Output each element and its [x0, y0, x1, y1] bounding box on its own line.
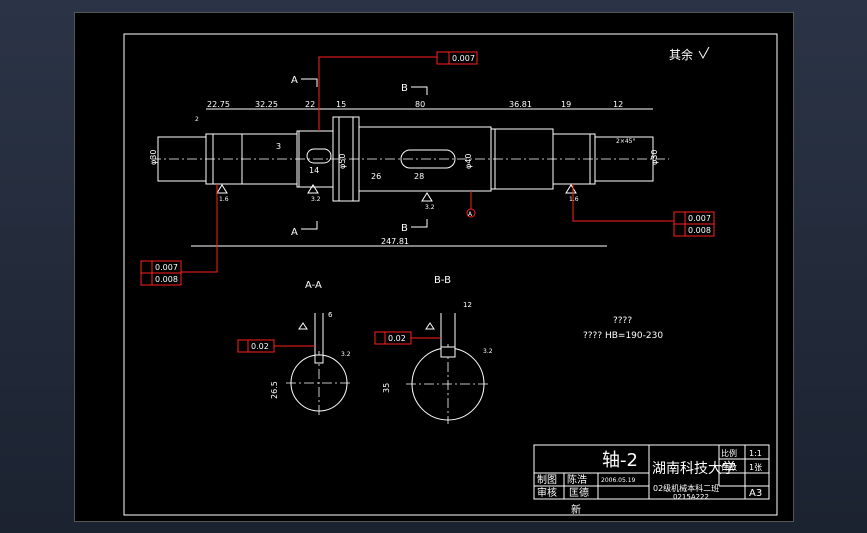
shaft-main-view	[151, 116, 669, 202]
aa-rough: 3.2	[341, 351, 351, 358]
datum-a-label: A	[468, 211, 473, 218]
svg-text:0.007: 0.007	[155, 263, 178, 272]
cut-b-bottom: B	[401, 223, 408, 234]
dim-14: 14	[309, 166, 319, 175]
tb-qty-value: 1张	[749, 463, 762, 472]
dim-top-2: 32.25	[255, 100, 278, 109]
tolerance-frame-left: 0.007 0.008	[140, 184, 218, 286]
drawing-sheet[interactable]: 其余	[74, 12, 794, 522]
note-line1: ????	[613, 316, 632, 326]
drawing-border	[123, 33, 778, 516]
tb-drawn-name: 陈浩	[567, 473, 587, 486]
tb-tail: 新	[571, 503, 581, 516]
svg-text:0.007: 0.007	[452, 54, 475, 63]
tb-check-label: 审核	[537, 486, 557, 499]
keyway-large	[400, 149, 456, 169]
aa-depth: 26.5	[270, 381, 279, 399]
dim-dia-left: φ30	[149, 150, 158, 165]
surface-note: 其余	[669, 47, 693, 62]
svg-text:3.2: 3.2	[425, 204, 435, 211]
dim-28: 28	[414, 172, 424, 181]
tb-qty-label: 件数	[721, 462, 737, 472]
section-bb-label: B-B	[434, 275, 451, 286]
tb-student-id: 0215A222	[673, 493, 709, 501]
drawing-canvas: 其余	[123, 33, 778, 516]
svg-text:1.6: 1.6	[569, 196, 579, 203]
tb-class: 02级机械本科二班	[653, 483, 719, 493]
bb-sym-tol: 0.02	[388, 334, 406, 343]
svg-text:3.2: 3.2	[311, 196, 321, 203]
top-dimensions: 22.75 32.25 22 15 80 36.81 19 12	[207, 100, 623, 109]
bb-width: 12	[463, 301, 472, 309]
dim-dia-40: φ40	[464, 154, 473, 169]
tb-scale-label: 比例	[721, 448, 737, 458]
cut-b-top: B	[401, 83, 408, 94]
dim-overall-length: 247.81	[381, 237, 409, 246]
tb-scale-value: 1:1	[749, 449, 762, 458]
dim-chamfer-left: 2	[195, 116, 199, 123]
dim-top-5: 80	[415, 100, 425, 109]
tolerance-frame-top: 0.007	[318, 51, 478, 131]
dim-chamfer-right: 2×45°	[616, 138, 635, 145]
dim-top-7: 19	[561, 100, 571, 109]
keyway-small	[306, 148, 332, 164]
dim-top-3: 22	[305, 100, 315, 109]
dim-top-6: 36.81	[509, 100, 532, 109]
dim-3: 3	[276, 142, 281, 151]
aa-width: 6	[328, 311, 333, 319]
tolerance-frame-right: 0.007 0.008	[572, 184, 715, 237]
dim-dia-50: φ50	[338, 154, 347, 169]
svg-text:0.008: 0.008	[155, 275, 178, 284]
tb-drawn-label: 制图	[537, 473, 557, 486]
dim-top-4: 15	[336, 100, 346, 109]
section-aa	[286, 313, 353, 415]
section-aa-label: A-A	[305, 280, 322, 291]
svg-text:1.6: 1.6	[219, 196, 229, 203]
title-block	[533, 444, 770, 500]
datum-a-marker	[466, 208, 476, 218]
roughness-symbol	[698, 46, 710, 60]
tb-check-name: 匡德	[569, 486, 589, 499]
roughness-marks: 1.6 3.2 3.2 1.6	[216, 184, 579, 211]
dim-26: 26	[371, 172, 381, 181]
svg-text:0.008: 0.008	[688, 226, 711, 235]
dim-top-1: 22.75	[207, 100, 230, 109]
tb-part-name: 轴-2	[602, 450, 638, 471]
tb-sheet-size: A3	[749, 488, 762, 499]
bb-rough: 3.2	[483, 348, 493, 355]
bb-depth: 35	[382, 383, 391, 393]
note-line2: ???? HB=190-230	[583, 331, 663, 341]
svg-text:0.007: 0.007	[688, 214, 711, 223]
section-bb	[406, 313, 491, 424]
cut-a-top: A	[291, 75, 298, 86]
aa-sym-tol: 0.02	[251, 342, 269, 351]
tb-school: 湖南科技大学	[652, 461, 736, 477]
tb-date: 2006.05.19	[601, 477, 636, 484]
cut-a-bottom: A	[291, 227, 298, 238]
dim-dia-right: φ30	[650, 150, 659, 165]
dim-top-8: 12	[613, 100, 623, 109]
